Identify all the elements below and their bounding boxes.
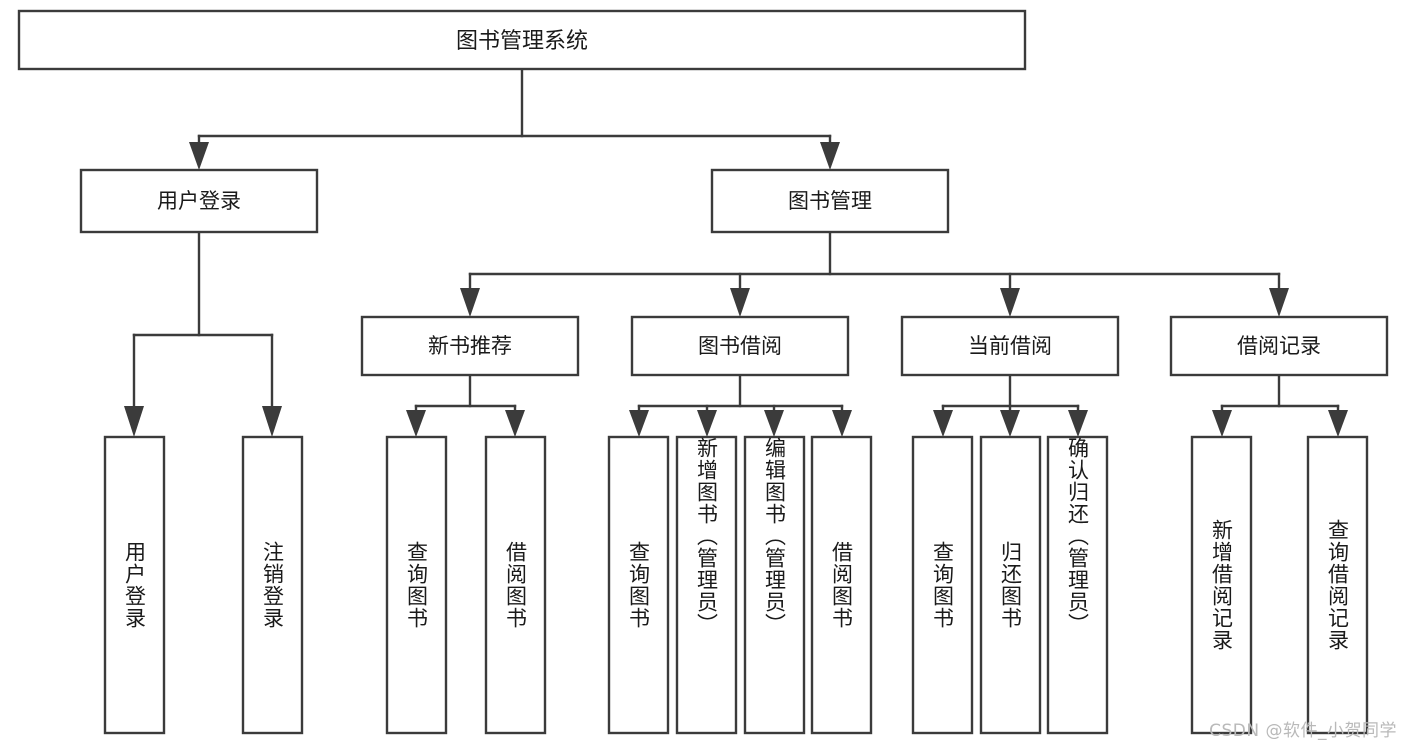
arrowhead-br-leaf-1 (1212, 410, 1232, 437)
arrowhead-nb-leaf-1 (406, 410, 426, 437)
leaf-box-bb-borrow-book[interactable] (810, 435, 873, 735)
leaf-box-bb-add-book[interactable] (675, 435, 738, 735)
arrowhead-user-login (189, 142, 209, 170)
node-user-login-box[interactable] (79, 168, 319, 234)
arrowhead-bb-leaf-4 (832, 410, 852, 437)
node-book-manage-box[interactable] (710, 168, 950, 234)
arrowhead-leaf-user-login (124, 406, 144, 437)
arrowhead-cb-leaf-3 (1068, 410, 1088, 437)
leaf-layer (103, 435, 1369, 735)
node-book-borrow-box[interactable] (630, 315, 850, 377)
csdn-watermark: CSDN @软件_小贺同学 (1209, 721, 1397, 741)
arrowhead-nb-leaf-2 (505, 410, 525, 437)
connector-layer (124, 67, 1348, 437)
leaf-box-logout[interactable] (241, 435, 304, 735)
node-user-login-label: 用户登录 (157, 189, 241, 213)
node-layer: 图书管理系统 用户登录 图书管理 新书推荐 图书借阅 当前借阅 借阅记录 (17, 9, 1389, 377)
arrowhead-bb-leaf-3 (764, 410, 784, 437)
arrowhead-new-book (460, 288, 480, 317)
node-book-borrow-label: 图书借阅 (698, 334, 782, 358)
leaf-box-cb-confirm-return[interactable] (1046, 435, 1109, 735)
node-book-manage-label: 图书管理 (788, 189, 872, 213)
arrowhead-cb-leaf-2 (1000, 410, 1020, 437)
leaf-box-cb-query-book[interactable] (911, 435, 974, 735)
arrowhead-br-leaf-2 (1328, 410, 1348, 437)
leaf-box-cb-return-book[interactable] (979, 435, 1042, 735)
arrowhead-book-manage (820, 142, 840, 170)
leaf-box-user-login[interactable] (103, 435, 166, 735)
arrowhead-borrow-record (1269, 288, 1289, 317)
leaf-box-bb-edit-book[interactable] (743, 435, 806, 735)
node-borrow-record-label: 借阅记录 (1237, 334, 1321, 358)
node-root-label: 图书管理系统 (456, 29, 588, 54)
node-current-borrow-box[interactable] (900, 315, 1120, 377)
node-borrow-record-box[interactable] (1169, 315, 1389, 377)
arrowhead-bb-leaf-1 (629, 410, 649, 437)
arrowhead-cb-leaf-1 (933, 410, 953, 437)
leaf-box-bb-query-book[interactable] (607, 435, 670, 735)
node-root-box[interactable] (17, 9, 1027, 71)
arrowhead-current-borrow (1000, 288, 1020, 317)
arrowhead-bb-leaf-2 (697, 410, 717, 437)
leaf-box-nb-query-book[interactable] (385, 435, 448, 735)
arrowhead-leaf-logout (262, 406, 282, 437)
leaf-box-br-query-record[interactable] (1306, 435, 1369, 735)
leaf-box-br-add-record[interactable] (1190, 435, 1253, 735)
node-new-book-label: 新书推荐 (428, 334, 512, 358)
leaf-box-nb-borrow-book[interactable] (484, 435, 547, 735)
arrowhead-book-borrow (730, 288, 750, 317)
node-new-book-box[interactable] (360, 315, 580, 377)
node-current-borrow-label: 当前借阅 (968, 334, 1052, 358)
